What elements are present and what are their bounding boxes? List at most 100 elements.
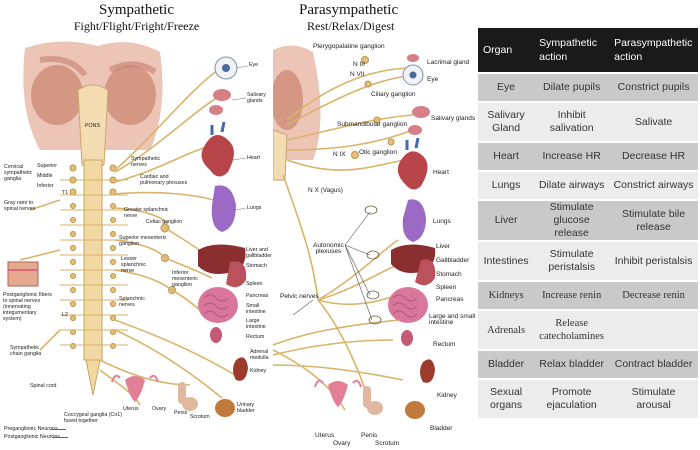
table-header-row: Organ Sympathetic action Parasympathetic…	[478, 28, 698, 72]
sympathetic-panel: Sympathetic Fight/Flight/Fright/Freeze	[0, 0, 273, 450]
label-pancreas: Pancreas	[246, 293, 269, 299]
sympathetic-subtitle: Fight/Flight/Fright/Freeze	[73, 19, 200, 33]
label-kidney: Kidney	[250, 368, 267, 374]
cell-parasympathetic: Inhibit peristalsis	[609, 242, 698, 280]
label-para-scrotum: Scrotum	[375, 440, 400, 447]
label-para-bladder: Bladder	[430, 425, 453, 432]
legend-preganglionic-line	[50, 429, 66, 430]
cell-organ: Bladder	[478, 351, 535, 378]
label-stomach: Stomach	[246, 263, 267, 269]
label-celiac: Celiac ganglion	[146, 219, 183, 225]
label-scrotum: Scrotum	[190, 414, 210, 420]
cell-sympathetic: Release catecholamines	[534, 311, 610, 349]
label-para-heart: Heart	[433, 169, 449, 176]
label-para-eye: Eye	[427, 76, 439, 83]
cell-organ: Intestines	[478, 242, 535, 280]
label-greater: Greater splanchnic nerve	[124, 207, 169, 219]
label-para-penis: Penis	[361, 432, 378, 439]
parasympathetic-illustration	[273, 45, 436, 419]
label-adrenal: Adrenal medulla	[250, 349, 269, 361]
table-row: Adrenals Release catecholamines	[478, 311, 698, 349]
label-inf-mes: Inferior mesenteric ganglion	[172, 270, 198, 288]
label-para-uterus: Uterus	[315, 432, 335, 439]
cell-parasympathetic: Salivate	[609, 103, 698, 141]
label-para-stomach: Stomach	[436, 271, 462, 278]
label-submand: Submandibular ganglion	[337, 121, 408, 128]
label-spinal-cord: Spinal cord	[30, 383, 57, 389]
cell-organ: Lungs	[478, 172, 535, 199]
table-row: Sexual organs Promote ejaculation Stimul…	[478, 380, 698, 418]
label-postganglionic: Postganglionic fibers to spinal nerves (…	[3, 292, 52, 322]
label-cardiac: Cardiac and pulmonary plexuses	[140, 174, 188, 186]
label-lacrimal: Lacrimal gland	[427, 59, 470, 66]
label-splanchnic: Splanchnic nerves	[119, 296, 145, 308]
label-n7: N VII	[350, 71, 365, 78]
cell-sympathetic: Stimulate glucose release	[534, 201, 610, 240]
cell-organ: Salivary Gland	[478, 103, 535, 141]
label-otic: Otic ganglion	[359, 149, 397, 156]
label-eye: Eye	[249, 62, 259, 68]
cell-parasympathetic: Stimulate bile release	[609, 201, 698, 240]
label-large-intestine: Large intestine	[246, 318, 266, 330]
label-l2: L2	[62, 312, 68, 318]
cell-organ: Adrenals	[478, 311, 535, 349]
label-para-spleen: Spleen	[436, 284, 457, 291]
cell-organ: Heart	[478, 143, 535, 170]
label-large-small: Large and small intestine	[429, 313, 476, 326]
cell-organ: Kidneys	[478, 282, 535, 309]
cell-sympathetic: Increase HR	[534, 143, 610, 170]
cell-parasympathetic: Constrict airways	[609, 172, 698, 199]
cell-organ: Sexual organs	[478, 380, 535, 418]
label-liver: Liver and gallbladder	[246, 247, 272, 259]
label-autonomic: Autonomic plexuses	[313, 242, 344, 255]
label-para-pancreas: Pancreas	[436, 296, 464, 303]
label-penis: Penis	[174, 410, 188, 416]
label-salivary: Salivary glands	[247, 92, 266, 104]
cell-sympathetic: Dilate pupils	[534, 74, 610, 101]
header-parasympathetic: Parasympathetic action	[609, 28, 698, 72]
cell-sympathetic: Inhibit salivation	[534, 103, 610, 141]
table-row: Kidneys Increase renin Decrease renin	[478, 282, 698, 309]
cell-organ: Eye	[478, 74, 535, 101]
cell-parasympathetic: Constrict pupils	[609, 74, 698, 101]
label-lungs: Lungs	[247, 205, 262, 211]
label-para-salivary: Salivary glands	[431, 115, 476, 122]
cell-sympathetic: Dilate airways	[534, 172, 610, 199]
label-gray-rami: Gray rami to spinal nerves	[4, 200, 36, 212]
cell-organ: Liver	[478, 201, 535, 240]
sympathetic-illustration	[7, 41, 249, 417]
label-small-intestine: Small intestine	[246, 303, 266, 315]
label-ovary: Ovary	[152, 406, 167, 412]
table-row: Eye Dilate pupils Constrict pupils	[478, 74, 698, 101]
label-pterygo: Pterygopalatine ganglion	[313, 43, 385, 50]
label-cervical: Cervical sympathetic ganglia	[4, 164, 33, 182]
label-n9: N IX	[333, 151, 346, 158]
label-pelvic: Pelvic nerves	[280, 293, 319, 300]
label-inferior: Inferior	[37, 183, 54, 189]
label-sup-mes: Superior mesenteric ganglion	[119, 235, 167, 247]
label-middle: Middle	[37, 173, 53, 179]
cell-sympathetic: Relax bladder	[534, 351, 610, 378]
label-para-rectum: Rectum	[433, 341, 456, 348]
cell-sympathetic: Increase renin	[534, 282, 610, 309]
label-symp-nerves: Sympathetic nerves	[131, 156, 161, 168]
label-spleen: Spleen	[246, 281, 263, 287]
label-ciliary: Ciliary ganglion	[371, 91, 416, 98]
label-para-ovary: Ovary	[333, 440, 351, 447]
label-lesser: Lesser splanchnic nerve	[121, 256, 147, 274]
table-row: Intestines Stimulate peristalsis Inhibit…	[478, 242, 698, 280]
legend-postganglionic: Postganglionic Neurons	[4, 434, 60, 440]
parasympathetic-subtitle: Rest/Relax/Digest	[307, 19, 395, 33]
cell-parasympathetic: Decrease renin	[609, 282, 698, 309]
parasympathetic-panel: Parasympathetic Rest/Relax/Digest	[273, 0, 478, 450]
label-bladder: Urinary bladder	[237, 402, 255, 414]
label-coccygeal: Coccygeal ganglia (Co1) fused together	[64, 412, 123, 424]
cell-sympathetic: Promote ejaculation	[534, 380, 610, 418]
cell-sympathetic: Stimulate peristalsis	[534, 242, 610, 280]
label-uterus: Uterus	[123, 406, 139, 412]
label-chain: Sympathetic chain ganglia	[10, 345, 42, 357]
table-row: Bladder Relax bladder Contract bladder	[478, 351, 698, 378]
cell-parasympathetic: Stimulate arousal	[609, 380, 698, 418]
table-row: Lungs Dilate airways Constrict airways	[478, 172, 698, 199]
label-vagus: N X (Vagus)	[308, 187, 343, 194]
